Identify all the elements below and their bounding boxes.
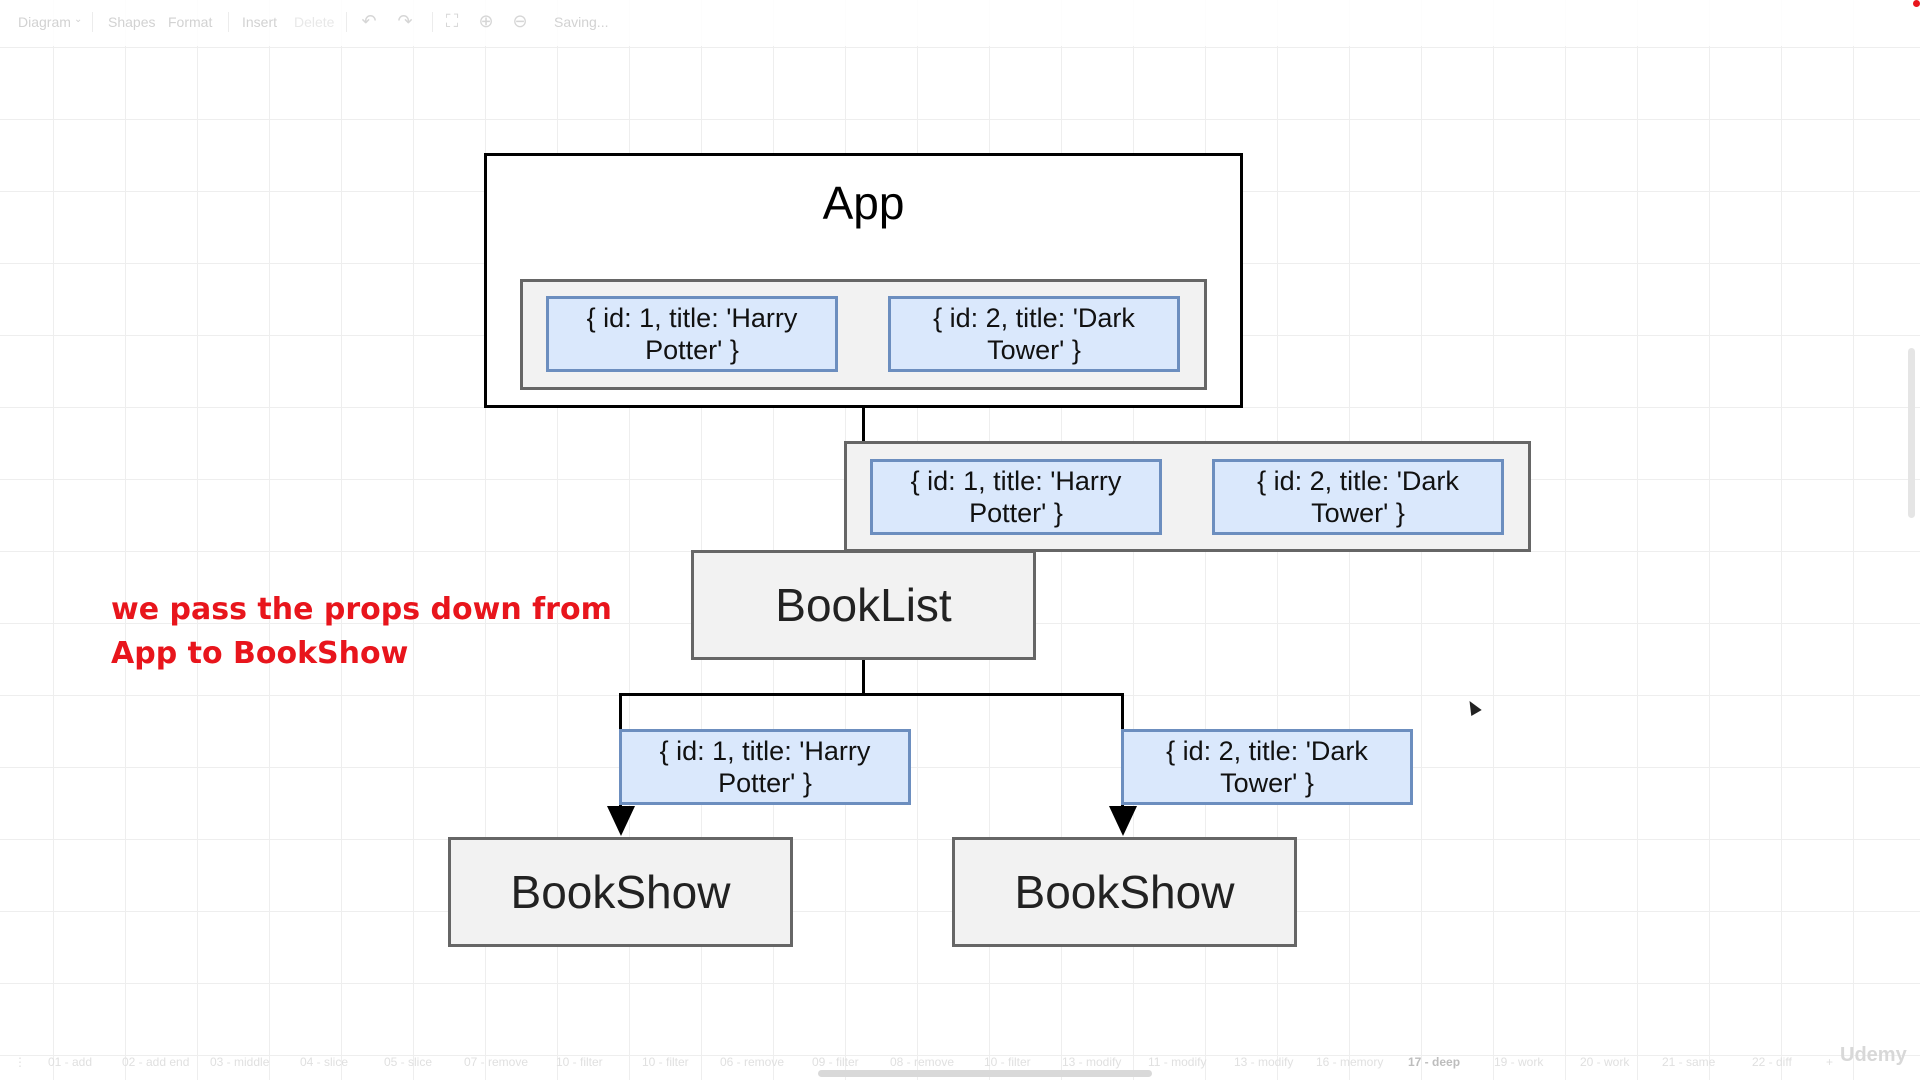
bookshow-right-prop[interactable]: { id: 2, title: 'Dark Tower' } (1121, 729, 1413, 805)
page-tab[interactable]: 03 - middle (210, 1055, 270, 1069)
annotation-line-1: we pass the props down from (111, 592, 612, 627)
page-tab[interactable]: 10 - filter (642, 1055, 689, 1069)
format-button[interactable]: Format (168, 14, 213, 30)
save-status: Saving... (554, 14, 609, 30)
page-tab[interactable]: 08 - remove (890, 1055, 955, 1069)
app-prop-dark-tower[interactable]: { id: 2, title: 'Dark Tower' } (888, 296, 1180, 372)
vertical-scrollbar[interactable] (1908, 348, 1915, 518)
connector-app-booklist (862, 408, 865, 442)
page-tab[interactable]: 20 - work (1580, 1055, 1630, 1069)
page-tab[interactable]: 13 - modify (1234, 1055, 1294, 1069)
toolbar-divider (346, 12, 347, 32)
zoom-in-icon[interactable]: ⊕ (478, 11, 494, 31)
bookshow-left-label: BookShow (510, 866, 731, 918)
insert-button[interactable]: Insert (242, 14, 278, 30)
page-tab[interactable]: 05 - slice (384, 1055, 433, 1069)
booklist-component[interactable] (691, 550, 1036, 660)
page-tab[interactable]: 02 - add end (122, 1055, 190, 1069)
shapes-button[interactable]: Shapes (108, 14, 156, 30)
toolbar-divider (92, 12, 93, 32)
connector-horizontal (619, 693, 1124, 696)
udemy-watermark: Udemy (1840, 1044, 1907, 1066)
annotation-line-2: App to BookShow (111, 636, 409, 671)
undo-icon[interactable]: ↶ (361, 11, 377, 31)
page-tab[interactable]: 11 - modify (1148, 1055, 1207, 1069)
booklist-prop-dark-tower[interactable]: { id: 2, title: 'Dark Tower' } (1212, 459, 1504, 535)
toolbar-divider (432, 12, 433, 32)
toolbar-divider (228, 12, 229, 32)
page-tab[interactable]: 06 - remove (720, 1055, 785, 1069)
bookshow-right-label: BookShow (1014, 866, 1235, 918)
booklist-label: BookList (775, 579, 952, 631)
page-tab[interactable]: 04 - slice (300, 1055, 349, 1069)
page-tab[interactable]: 22 - diff (1752, 1055, 1792, 1069)
toolbar: Diagram ⌄ Shapes Format Insert Delete ↶ … (0, 0, 1920, 46)
page-tab[interactable]: 21 - same (1662, 1055, 1716, 1069)
page-tab[interactable]: 07 - remove (464, 1055, 529, 1069)
bookshow-left-component[interactable] (448, 837, 793, 947)
zoom-out-icon[interactable]: ⊖ (512, 11, 528, 31)
app-prop-harry-potter[interactable]: { id: 1, title: 'Harry Potter' } (546, 296, 838, 372)
horizontal-scrollbar[interactable] (818, 1070, 1152, 1077)
annotation-text: we pass the props down from App to BookS… (111, 588, 671, 676)
page-tab[interactable]: 10 - filter (984, 1055, 1031, 1069)
page-tab-active[interactable]: 17 - deep (1408, 1055, 1461, 1069)
bookshow-left-prop[interactable]: { id: 1, title: 'Harry Potter' } (619, 729, 911, 805)
bookshow-right-component[interactable] (952, 837, 1297, 947)
fullscreen-icon[interactable]: ⛶ (445, 11, 459, 31)
page-tab[interactable]: 16 - memory (1316, 1055, 1384, 1069)
status-dot (1913, 0, 1920, 7)
page-tab[interactable]: 09 - filter (812, 1055, 859, 1069)
connector-booklist-down (862, 660, 865, 695)
arrow-down-icon (607, 806, 635, 836)
page-tabs: ⋮ 01 - add 02 - add end 03 - middle 04 -… (0, 1052, 1920, 1072)
chevron-down-icon: ⌄ (74, 14, 83, 25)
page-tab[interactable]: 10 - filter (556, 1055, 603, 1069)
redo-icon[interactable]: ↷ (397, 11, 413, 31)
page-tab[interactable]: 01 - add (48, 1055, 93, 1069)
booklist-prop-harry-potter[interactable]: { id: 1, title: 'Harry Potter' } (870, 459, 1162, 535)
tabs-menu-icon[interactable]: ⋮ (14, 1055, 26, 1069)
page-tab[interactable]: 13 - modify (1062, 1055, 1122, 1069)
diagram-menu[interactable]: Diagram (18, 14, 71, 30)
arrow-down-icon (1109, 806, 1137, 836)
page-tab[interactable]: 19 - work (1494, 1055, 1544, 1069)
add-page-icon[interactable]: + (1826, 1055, 1834, 1069)
delete-button[interactable]: Delete (294, 14, 335, 30)
app-label: App (822, 177, 905, 229)
